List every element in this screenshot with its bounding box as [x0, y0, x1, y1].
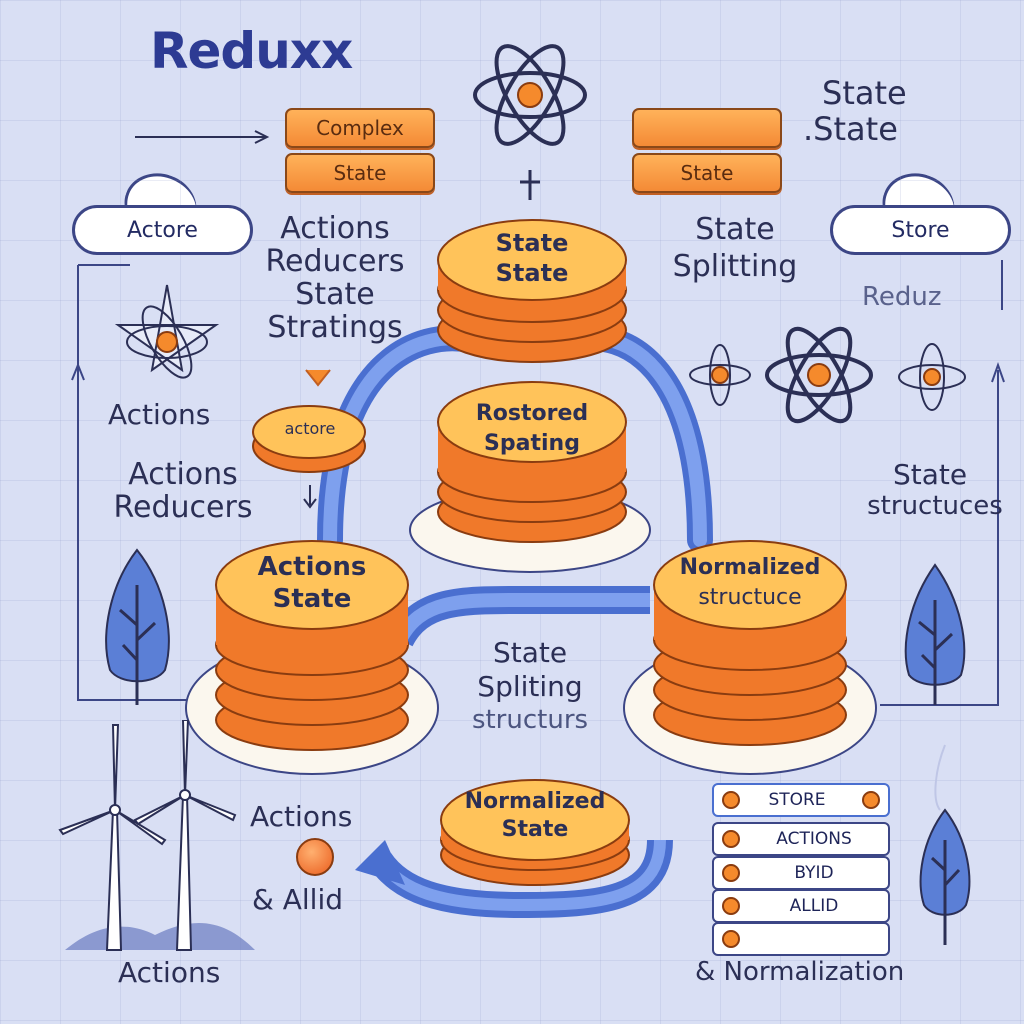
- atom-icon-large: [765, 326, 873, 424]
- tree-icon-left: [105, 548, 170, 705]
- stack-left: [215, 540, 409, 751]
- label-reducers-2: Reducers: [113, 490, 253, 525]
- label-middle-state: State: [492, 636, 568, 669]
- label-stratings: Stratings: [267, 310, 403, 345]
- state-bar-left: State: [285, 153, 435, 193]
- stack-middle-label-1: Rostored: [475, 401, 589, 426]
- complex-bar: Complex: [285, 108, 435, 148]
- stack-middle-label-2: Spating: [484, 431, 580, 456]
- footer-normalization: & Normalization: [695, 957, 905, 987]
- cloud-actore-label: Actore: [127, 217, 198, 243]
- label-state-splitting-1: State: [695, 212, 775, 247]
- bullet-icon: [722, 897, 740, 915]
- orange-dot: [296, 838, 334, 876]
- tree-icon-right: [904, 563, 966, 705]
- bullet-icon: [862, 791, 880, 809]
- list-item-allid: ALLID: [712, 889, 890, 923]
- stack-right-label-2: structuce: [698, 585, 802, 610]
- stack-right: [653, 540, 847, 746]
- stack-middle: [437, 381, 627, 543]
- cloud-store-label: Store: [891, 217, 950, 243]
- bullet-icon: [722, 791, 740, 809]
- list-item-store: STORE: [712, 783, 890, 817]
- cloud-store: Store: [830, 205, 1011, 255]
- label-state-splitting-2: Splitting: [672, 249, 798, 284]
- atom-icon-small-2: [898, 343, 966, 411]
- label-middle-structurs: structurs: [471, 705, 589, 735]
- bullet-icon: [722, 830, 740, 848]
- tree-icon-bottom-right: [919, 744, 971, 945]
- list-item-byid: BYID: [712, 856, 890, 890]
- label-actions-left: Actions: [108, 398, 211, 431]
- actore-disc-label: actore: [284, 419, 336, 438]
- label-middle-spliting: Spliting: [477, 670, 583, 703]
- wind-turbine-icon: [58, 720, 255, 951]
- atom-icon-top: [473, 44, 587, 146]
- footer-actions: Actions: [118, 956, 221, 989]
- stack-top-label-1: State: [495, 229, 569, 257]
- list-label-allid: ALLID: [789, 896, 839, 916]
- state-bar-right: State: [632, 153, 782, 193]
- stack-bottom-label-2: State: [501, 817, 569, 842]
- list-label-actions: ACTIONS: [776, 829, 852, 849]
- stack-bottom: [440, 779, 630, 886]
- label-allid: & Allid: [252, 883, 343, 916]
- list-item-actions: ACTIONS: [712, 822, 890, 856]
- label-state-1: State: [295, 277, 375, 312]
- diagram-title: Reduxx: [150, 22, 353, 80]
- stack-left-label-2: State: [272, 584, 352, 614]
- list-label-store: STORE: [768, 790, 826, 810]
- cloud-actore: Actore: [72, 205, 253, 255]
- stack-top: [437, 219, 627, 363]
- list-item-blank: [712, 922, 890, 956]
- stack-left-label-1: Actions: [257, 552, 367, 582]
- left-label-group-1: Actions Reducers State Stratings: [250, 212, 420, 344]
- atom-icon-small-1: [689, 344, 751, 406]
- blank-bar-right: [632, 108, 782, 148]
- label-state-structures-2: structuces: [867, 491, 1003, 521]
- star-atom-icon: [114, 284, 220, 379]
- label-reducers-1: Reducers: [265, 244, 405, 279]
- label-reduz: Reduz: [862, 282, 942, 312]
- left-label-group-2: Actions Reducers: [98, 458, 268, 524]
- stack-top-label-2: State: [495, 259, 569, 287]
- stack-right-label-1: Normalized: [679, 555, 821, 580]
- label-actions-1: Actions: [280, 211, 390, 246]
- list-label-byid: BYID: [794, 863, 834, 883]
- label-actions-2: Actions: [128, 457, 238, 492]
- bullet-icon: [722, 864, 740, 882]
- top-right-state-label-1: State: [822, 74, 907, 112]
- label-state-structures-1: State: [892, 458, 968, 491]
- top-right-state-label-2: .State: [803, 110, 898, 148]
- bullet-icon: [722, 930, 740, 948]
- stack-bottom-label-1: Normalized: [464, 789, 606, 814]
- actore-disc: [252, 405, 366, 473]
- label-actions-bottom: Actions: [250, 800, 353, 833]
